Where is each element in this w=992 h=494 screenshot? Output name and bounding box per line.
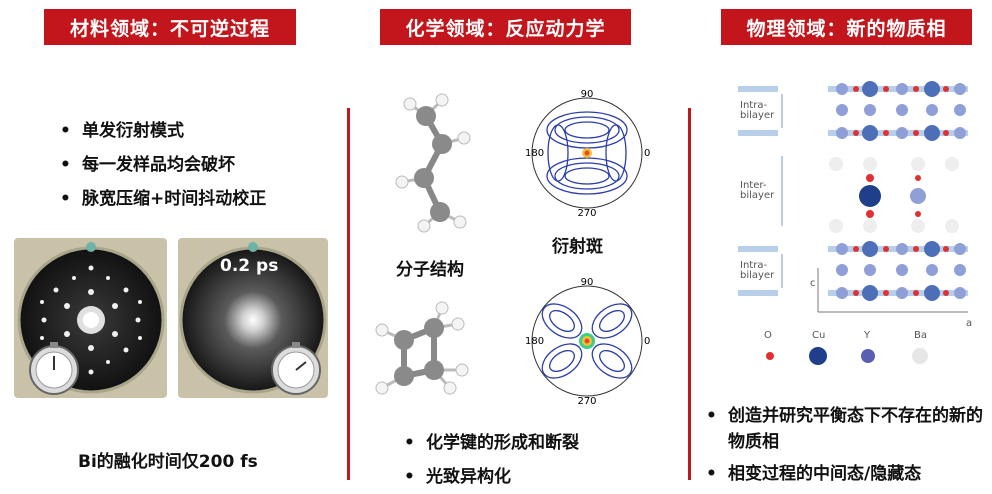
diffraction-crystal-svg xyxy=(17,242,165,395)
polar-tick-right: 0 xyxy=(644,148,650,159)
legend-cu-label: Cu xyxy=(812,330,825,341)
header-materials: 材料领域：不可逆过程 xyxy=(44,9,296,45)
physics-bullet-1: 创造并研究平衡态下不存在的新的物质相 xyxy=(706,403,986,455)
header-chemistry: 化学领域：反应动力学 xyxy=(380,9,631,45)
label-intra-bottom-1: Intra- xyxy=(740,260,767,271)
legend-y-marker xyxy=(861,349,875,363)
divider-left xyxy=(347,108,350,480)
diffraction-pattern-2: 90 180 0 270 xyxy=(525,277,650,406)
legend-o-label: O xyxy=(764,330,772,341)
diffraction-pattern-1: 90 180 0 270 xyxy=(525,89,650,218)
diffraction-image-crystal xyxy=(14,238,167,398)
legend-cu-marker xyxy=(809,347,827,365)
time-label: 0.2 ps xyxy=(220,256,279,276)
label-inter-1: Inter- xyxy=(740,180,767,191)
molecule-cyclobutene xyxy=(375,301,469,395)
axis-a-label: a xyxy=(966,318,972,329)
diffraction-image-melted: 0.2 ps xyxy=(178,238,328,398)
polar-tick-top: 90 xyxy=(581,89,594,100)
legend-ba-label: Ba xyxy=(914,330,927,341)
legend-o-marker xyxy=(766,352,774,360)
molecule-butadiene xyxy=(395,93,471,233)
materials-bullet-2: 每一发样品均会破坏 xyxy=(60,148,330,182)
molecule-label: 分子结构 xyxy=(396,260,464,280)
axis-c-label: c xyxy=(810,278,816,289)
label-intra-bottom-2: bilayer xyxy=(740,270,775,281)
materials-bullet-1: 单发衍射模式 xyxy=(60,114,330,148)
label-intra-top-1: Intra- xyxy=(740,100,767,111)
crystal-structure-svg: Intra- bilayer Inter- bilayer Intra- bil… xyxy=(738,81,972,365)
label-intra-top-2: bilayer xyxy=(740,110,775,121)
divider-right xyxy=(688,108,691,480)
materials-bullet-3: 脉宽压缩+时间抖动校正 xyxy=(60,182,330,216)
diffraction-melted-svg xyxy=(179,242,327,395)
polar2-tick-left: 180 xyxy=(525,336,544,347)
physics-bullet-2: 相变过程的中间态/隐藏态 xyxy=(706,461,986,487)
legend-y-label: Y xyxy=(863,330,871,341)
polar2-tick-right: 0 xyxy=(644,336,650,347)
polar-tick-left: 180 xyxy=(525,148,544,159)
materials-caption: Bi的融化时间仅200 fs xyxy=(78,452,258,472)
chemistry-bullets: 化学键的形成和断裂 光致异构化 xyxy=(404,426,684,494)
crystal-structure-figure: Intra- bilayer Inter- bilayer Intra- bil… xyxy=(718,76,980,366)
polar2-tick-bottom: 270 xyxy=(577,396,596,406)
chemistry-bullet-2: 光致异构化 xyxy=(404,460,684,494)
header-physics: 物理领域：新的物质相 xyxy=(721,9,972,45)
polar-tick-bottom: 270 xyxy=(577,208,596,218)
physics-bullets: 创造并研究平衡态下不存在的新的物质相 相变过程的中间态/隐藏态 xyxy=(706,403,986,487)
legend-ba-marker xyxy=(912,348,928,364)
polar2-tick-top: 90 xyxy=(581,277,594,288)
chemistry-bullet-1: 化学键的形成和断裂 xyxy=(404,426,684,460)
materials-bullets: 单发衍射模式 每一发样品均会破坏 脉宽压缩+时间抖动校正 xyxy=(60,114,330,216)
label-inter-2: bilayer xyxy=(740,190,775,201)
diffraction-label: 衍射斑 xyxy=(552,237,603,257)
